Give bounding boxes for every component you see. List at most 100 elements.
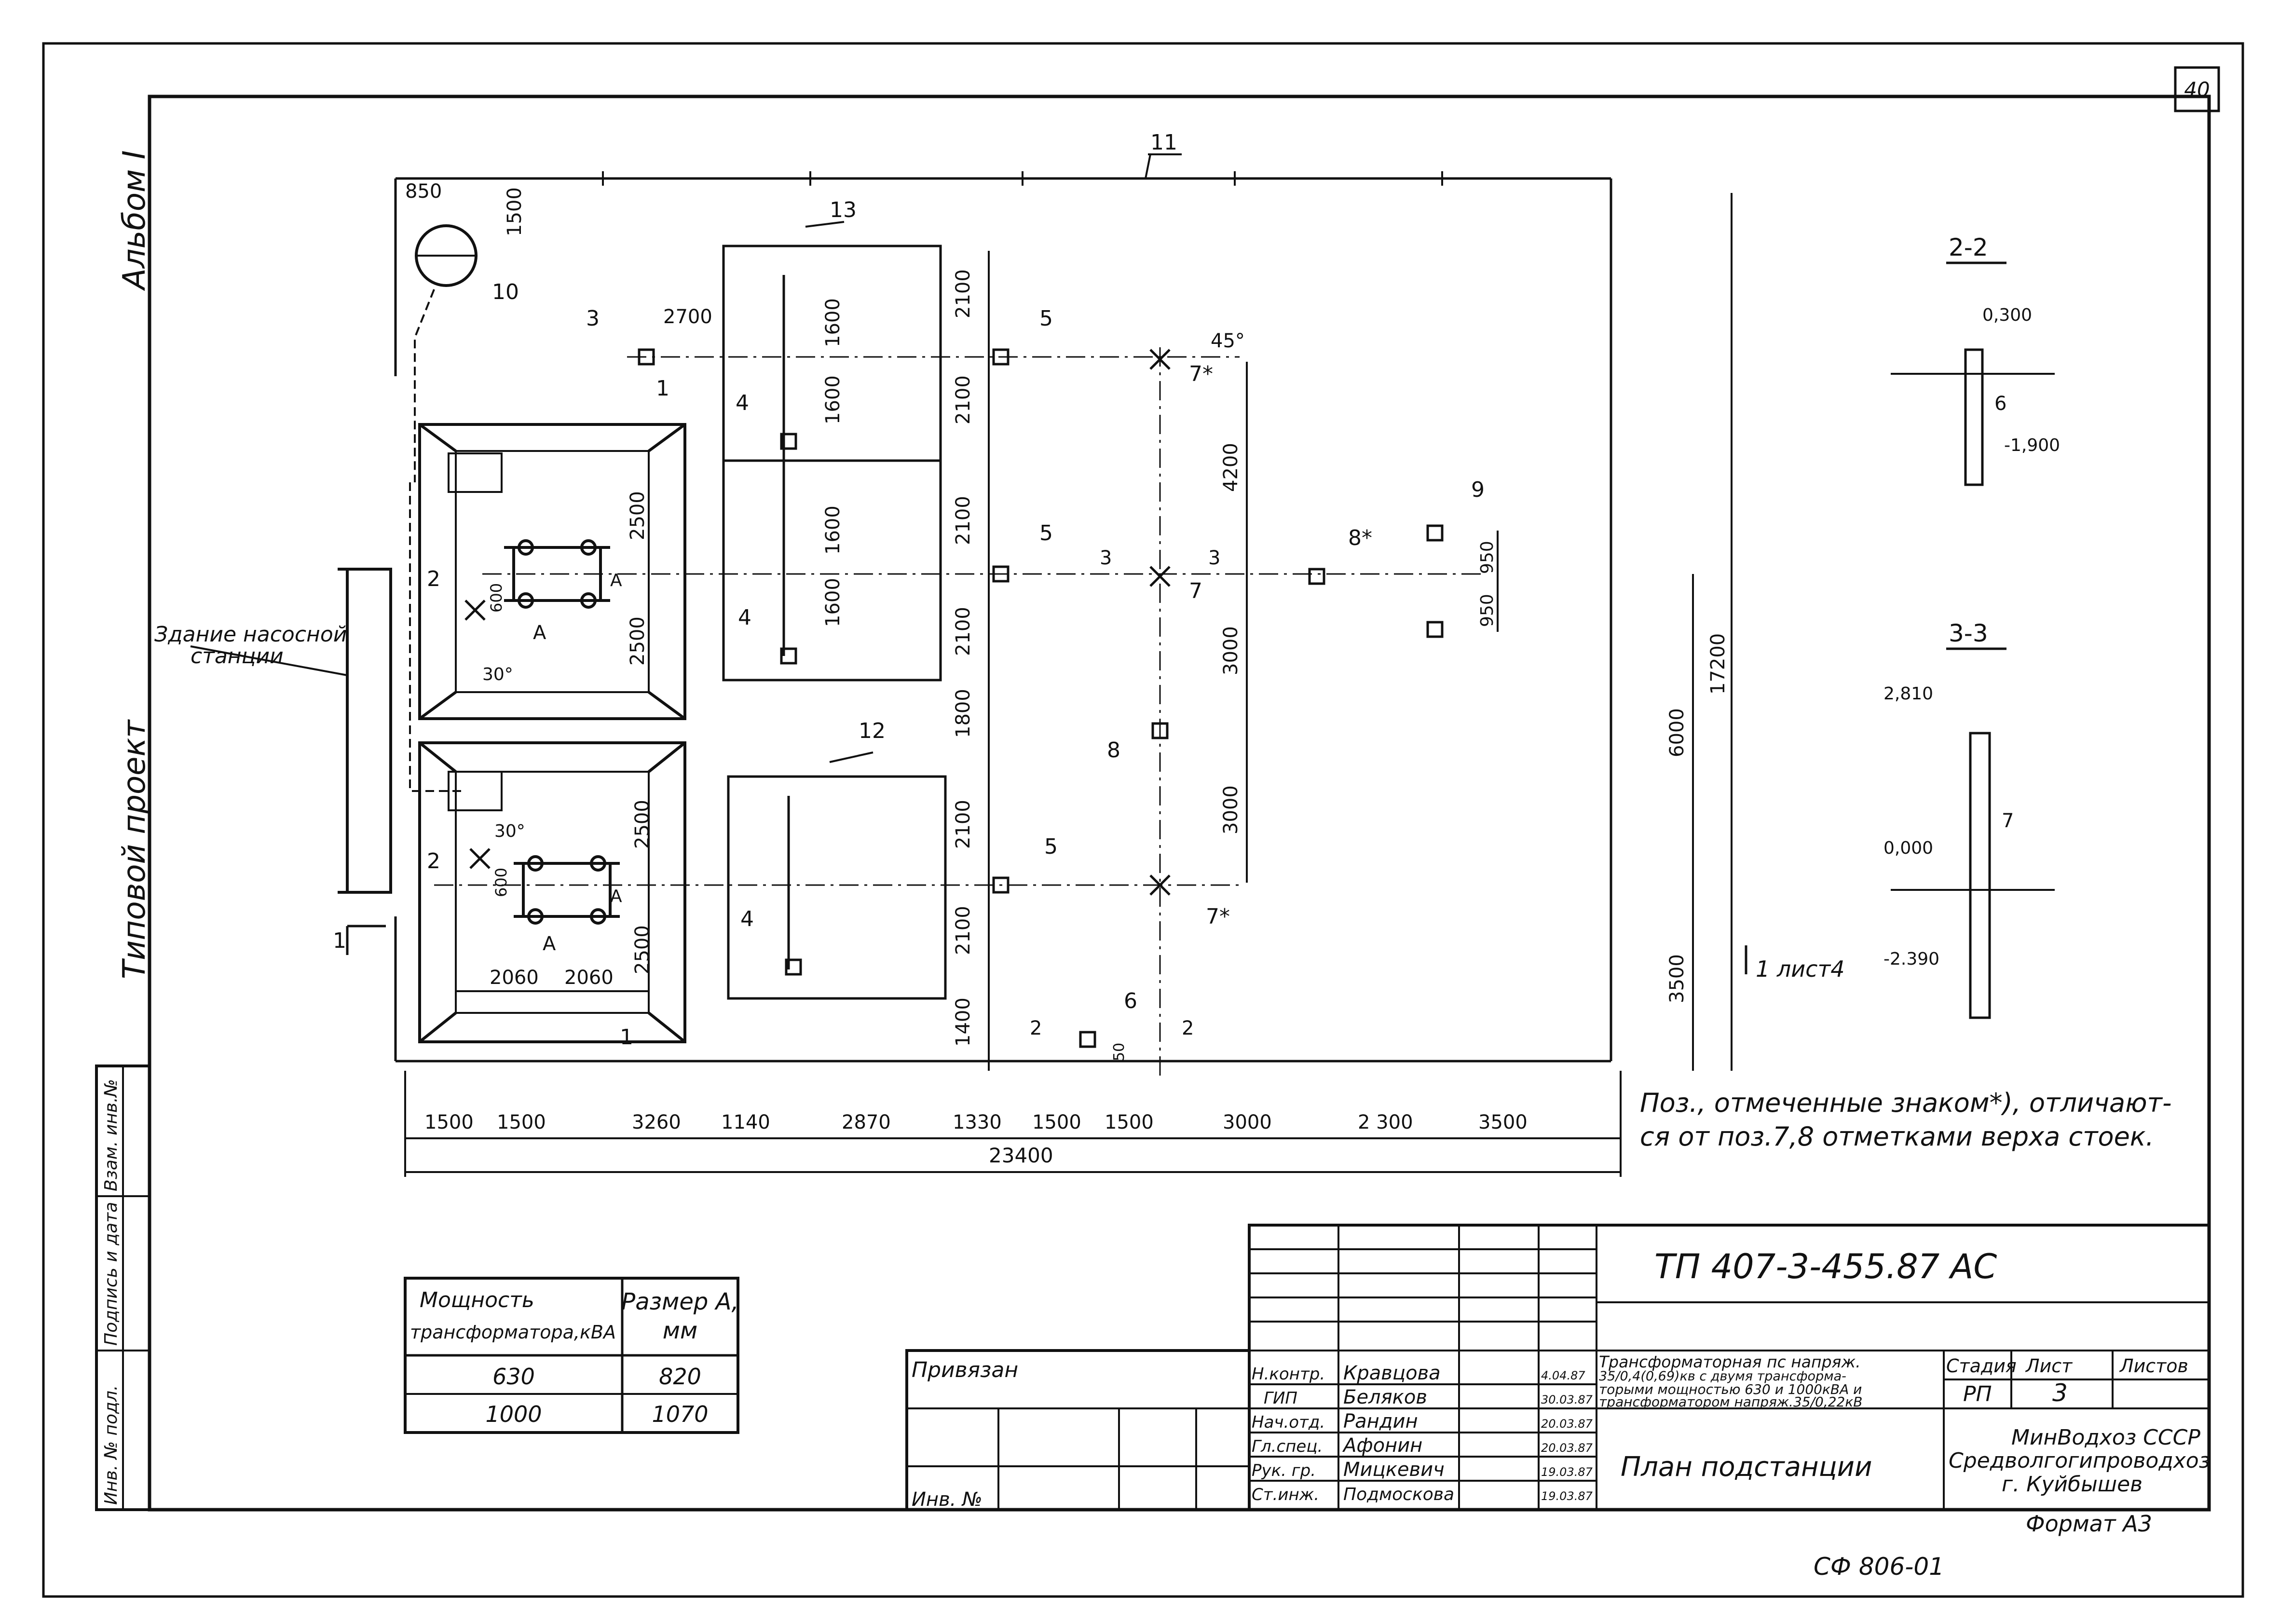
- name-6: Подмоскова: [1343, 1485, 1454, 1504]
- left-stamp: Инв. № подл. Подпись и дата Взам. инв.№: [95, 1064, 151, 1511]
- sheet-frame: [42, 42, 2244, 1598]
- size-table-r1-size: 820: [659, 1364, 701, 1390]
- size-table-r2-power: 1000: [485, 1401, 542, 1427]
- structure-13: [722, 245, 942, 682]
- org-line-1: МинВодхоз СССР: [2011, 1425, 2200, 1450]
- dim-a-v2: A: [610, 887, 622, 906]
- pump-building: [338, 568, 392, 894]
- role-3: Нач.отд.: [1252, 1413, 1325, 1432]
- sheet-header: Лист: [2025, 1355, 2073, 1377]
- pos-4-c: 4: [740, 907, 754, 931]
- size-table-r2-size: 1070: [652, 1401, 708, 1427]
- section-3-3-ground: 0,000: [1883, 838, 1933, 858]
- bottom-dim-10: 2 300: [1358, 1111, 1413, 1133]
- pos-5-a: 5: [1039, 306, 1053, 331]
- cut-3-left: 3: [1100, 547, 1112, 569]
- lightning-rod-2: [464, 600, 491, 869]
- transformer-bay-2: [418, 741, 686, 1043]
- org-line-2: Средволгогипроводхоз: [1949, 1448, 2210, 1473]
- section-3-3-pos: 7: [2002, 810, 2014, 832]
- project-label: Типовой проект: [117, 719, 152, 979]
- bottom-dim-2: 1500: [497, 1111, 546, 1133]
- section-2-2-top: 0,300: [1982, 305, 2032, 325]
- name-2: Беляков: [1343, 1386, 1427, 1408]
- supports: [638, 348, 1444, 1048]
- size-table-r1-power: 630: [492, 1364, 535, 1390]
- dim-850: 850: [405, 180, 442, 203]
- sheets-header: Листов: [2119, 1355, 2188, 1377]
- fence-ticks: [602, 171, 1443, 186]
- size-table: Мощность трансформатора,кВА Размер А, мм…: [404, 1277, 739, 1434]
- dim-2500-1: 2500: [627, 491, 649, 540]
- transformer-bay-1: [418, 423, 686, 720]
- name-1: Кравцова: [1343, 1362, 1441, 1384]
- pos-5-c: 5: [1044, 834, 1058, 859]
- footer-code: СФ 806-01: [1814, 1553, 1944, 1581]
- size-table-h2-line1: Размер А,: [621, 1288, 738, 1315]
- title-block: ТП 407-3-455.87 АС Привязан Инв. № Н.кон…: [905, 1224, 2211, 1537]
- dim-3000-b: 3000: [1220, 785, 1242, 834]
- dim-3000-a: 3000: [1220, 626, 1242, 675]
- desc-line-4: трансформатором напряж.35/0,22кВ: [1599, 1394, 1862, 1410]
- drawing-name: План подстанции: [1621, 1451, 1872, 1483]
- structure-12: [727, 775, 947, 1000]
- dim-1600-c: 1600: [822, 505, 844, 555]
- dim-4200: 4200: [1220, 443, 1242, 492]
- pos-5-b: 5: [1039, 521, 1053, 546]
- section-cut-1: 1: [333, 928, 346, 953]
- bottom-dim-8: 1500: [1105, 1111, 1154, 1133]
- bottom-dimension-chain: [404, 1071, 1622, 1177]
- stamp-vzam: Взам. инв.№: [101, 1079, 121, 1191]
- dim-2500-2: 2500: [627, 616, 649, 666]
- dim-a-2: A: [543, 933, 556, 955]
- dim-2100-f: 2100: [952, 906, 974, 955]
- pos-7s-b: 7*: [1206, 904, 1230, 929]
- pos-2-top: 2: [427, 567, 440, 591]
- note-line-1: Поз., отмеченные знаком*), отличают-: [1640, 1088, 2171, 1118]
- dim-600-2: 600: [492, 868, 510, 897]
- pos-8: 8: [1107, 738, 1120, 763]
- dim-1600-b: 1600: [822, 375, 844, 424]
- total-dim: 23400: [989, 1144, 1053, 1167]
- dim-3500-v: 3500: [1666, 954, 1688, 1003]
- album-label: Альбом I: [117, 150, 152, 291]
- role-2: ГИП: [1264, 1389, 1297, 1408]
- bottom-dim-3: 3260: [632, 1111, 681, 1133]
- angle-45: 45°: [1211, 330, 1245, 352]
- bottom-dim-7: 1500: [1032, 1111, 1081, 1133]
- angle-30-2: 30°: [494, 821, 525, 841]
- size-table-h1-line2: трансформатора,кВА: [410, 1322, 616, 1343]
- date-1: 4.04.87: [1541, 1369, 1585, 1382]
- stage-value: РП: [1963, 1382, 1992, 1406]
- dim-2500-3: 2500: [631, 800, 654, 849]
- dim-1800: 1800: [952, 689, 974, 738]
- desc-line-2: 35/0,4(0,69)кв с двумя трансформа-: [1599, 1369, 1846, 1384]
- date-2: 30.03.87: [1541, 1393, 1593, 1406]
- substation-plan: 1 1 10 850 1500: [154, 130, 1845, 1177]
- name-4: Афонин: [1342, 1434, 1422, 1457]
- dim-950-a: 950: [1477, 541, 1497, 574]
- pos-1-bottom: 1: [620, 1025, 633, 1050]
- pos-4-b: 4: [738, 605, 751, 630]
- section-3-3-bottom: -2.390: [1883, 949, 1939, 969]
- pos-10: 10: [492, 280, 519, 304]
- dim-2100-c: 2100: [952, 496, 974, 545]
- pump-building-label-2: станции: [191, 644, 284, 669]
- bottom-dim-5: 2870: [842, 1111, 891, 1133]
- pos-7: 7: [1189, 579, 1202, 603]
- dim-1500-top: 1500: [504, 187, 526, 236]
- size-table-h1-line1: Мощность: [420, 1288, 534, 1312]
- inv-label: Инв. №: [912, 1488, 983, 1511]
- name-3: Рандин: [1343, 1410, 1418, 1433]
- pos-6: 6: [1124, 989, 1137, 1013]
- stamp-podpis: Подпись и дата: [101, 1202, 121, 1346]
- stage-header: Стадия: [1946, 1355, 2017, 1377]
- date-3: 20.03.87: [1541, 1417, 1593, 1431]
- angle-30-1: 30°: [482, 665, 513, 684]
- axis-lines: [434, 347, 1486, 1076]
- pos-4-a: 4: [736, 391, 749, 415]
- dim-2700: 2700: [663, 306, 712, 328]
- date-6: 19.03.87: [1541, 1489, 1593, 1503]
- desc-line-3: торыми мощностью 630 и 1000кВА и: [1599, 1381, 1862, 1397]
- section-2-2: 2-2 0,300 -1,900 6: [1891, 233, 2060, 486]
